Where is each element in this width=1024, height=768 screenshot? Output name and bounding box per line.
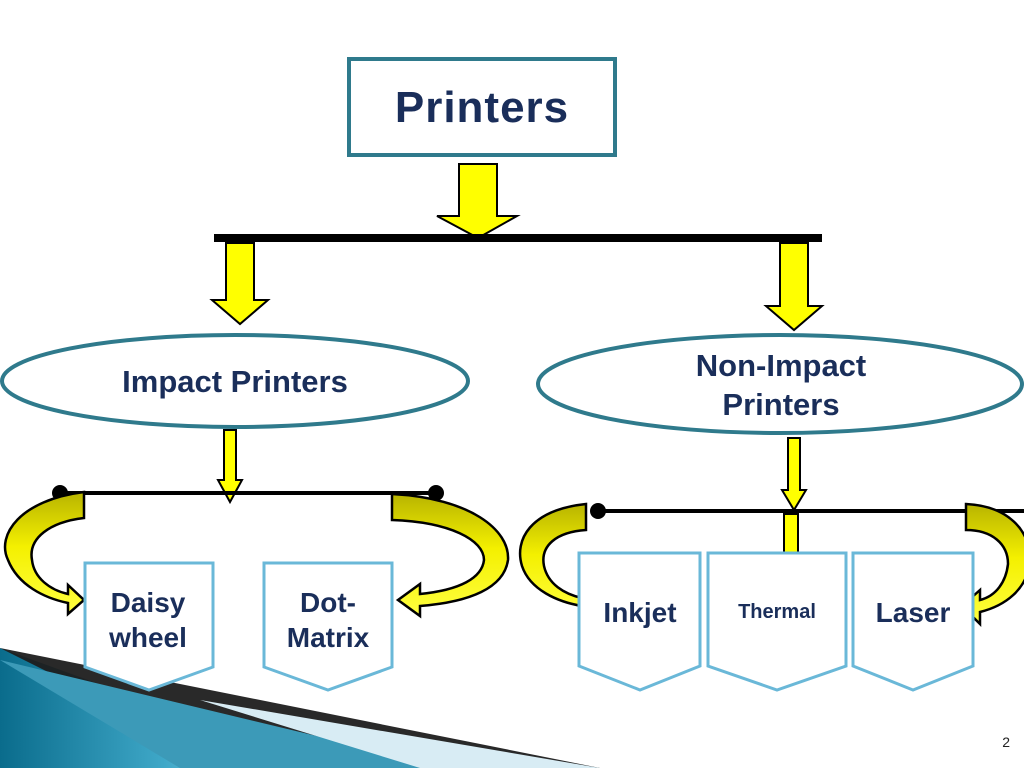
dotmatrix-curved-arrow bbox=[390, 492, 510, 619]
thermal-label: Thermal bbox=[738, 600, 816, 623]
root-down-arrow bbox=[436, 163, 521, 240]
inkjet-label: Inkjet bbox=[603, 596, 677, 628]
impact-branch-dot-right bbox=[428, 485, 444, 501]
dot-matrix-box bbox=[262, 561, 394, 692]
page-number: 2 bbox=[1002, 734, 1010, 750]
nonimpact-down-arrow bbox=[763, 242, 825, 332]
nonimpact-branch-dot-left bbox=[590, 503, 606, 519]
impact-printers-label: Impact Printers bbox=[122, 363, 348, 399]
inkjet-box bbox=[577, 551, 702, 692]
daisy-wheel-label: Daisy wheel bbox=[109, 587, 187, 653]
daisy-wheel-box bbox=[83, 561, 215, 692]
daisy-curved-arrow bbox=[3, 490, 86, 617]
main-branch-line bbox=[214, 234, 822, 242]
impact-printers-ellipse bbox=[0, 333, 470, 429]
nonimpact-printers-label: Non-Impact Printers bbox=[695, 348, 867, 422]
laser-box bbox=[851, 551, 975, 692]
laser-label: Laser bbox=[875, 596, 951, 628]
nonimpact-small-arrow bbox=[780, 437, 808, 512]
printers-box bbox=[347, 57, 617, 157]
thermal-box bbox=[706, 551, 848, 692]
laser-curved-arrow bbox=[960, 502, 1024, 628]
impact-down-arrow bbox=[209, 242, 271, 326]
printers-label: Printers bbox=[394, 82, 570, 132]
nonimpact-printers-ellipse bbox=[536, 333, 1024, 435]
dot-matrix-label: Dot- Matrix bbox=[286, 587, 370, 653]
